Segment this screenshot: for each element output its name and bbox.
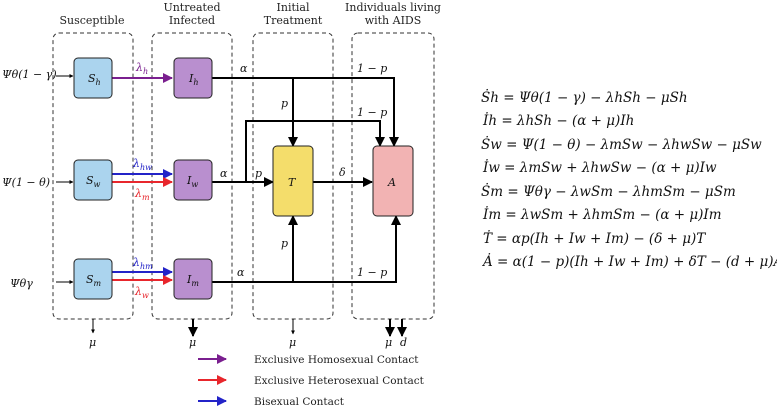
group-aids <box>351 32 435 320</box>
header-untreated-line2: Infected <box>169 14 215 27</box>
node-label-s-m: Sm <box>86 273 102 288</box>
rate-label-one-minus-p-m: 1 − p <box>357 266 387 279</box>
flow-im-to-a <box>212 215 401 283</box>
legend-label-bisexual: Bisexual Contact <box>254 396 345 407</box>
equation-a: Ȧ = α(1 − p)(Ih + Iw + Im) + δT − (d + μ… <box>481 253 777 270</box>
rate-label-alpha-m: α <box>237 266 245 279</box>
death-label-aids-d: d <box>400 336 407 349</box>
equation-system: Ṡh = Ψθ(1 − γ) − λhSh − μSh İh = λhSh − … <box>481 89 777 270</box>
death-label-treatment: μ <box>289 336 296 349</box>
node-label-i-h: Ih <box>188 72 199 87</box>
inflow-label-h: Ψθ(1 − γ) <box>2 68 57 81</box>
header-untreated-line1: Untreated <box>163 1 220 14</box>
node-i-w <box>173 159 213 201</box>
equation-ih: İh = λhSh − (α + μ)Ih <box>482 112 634 129</box>
equation-sh: Ṡh = Ψθ(1 − γ) − λhSh − μSh <box>481 89 688 106</box>
death-label-susceptible: μ <box>89 336 96 349</box>
rate-label-one-minus-p-w: 1 − p <box>357 106 387 119</box>
death-label-aids-mu: μ <box>385 336 392 349</box>
node-i-h <box>173 57 213 99</box>
equation-sw: Ṡw = Ψ(1 − θ) − λmSw − λhwSw − μSw <box>481 136 762 153</box>
header-aids-line2: with AIDS <box>365 14 422 27</box>
header-aids-line1: Individuals living <box>345 1 441 14</box>
equation-sm: Ṡm = Ψθγ − λwSm − λhmSm − μSm <box>481 183 736 200</box>
rate-label-lambda-m: λm <box>134 187 150 202</box>
node-label-t: T <box>288 176 297 189</box>
flow-ih-to-a <box>212 77 399 147</box>
inflow-label-m: Ψθγ <box>10 277 33 290</box>
rate-label-alpha-w: α <box>220 167 228 180</box>
node-t <box>272 145 314 217</box>
header-susceptible: Susceptible <box>60 14 125 27</box>
equation-iw: İw = λmSw + λhwSw − (α + μ)Iw <box>482 159 717 176</box>
node-s-m <box>73 258 113 300</box>
rate-label-p-h: p <box>281 97 288 110</box>
rate-label-p-w: p <box>255 167 262 180</box>
death-label-untreated: μ <box>189 336 196 349</box>
inflow-label-w: Ψ(1 − θ) <box>2 176 50 189</box>
rate-label-lambda-hw: λhw <box>132 157 152 172</box>
legend-label-heterosexual: Exclusive Heterosexual Contact <box>254 375 425 387</box>
rate-label-lambda-h: λh <box>135 61 148 76</box>
rate-label-p-m: p <box>281 237 288 250</box>
rate-label-lambda-hm: λhm <box>132 256 153 271</box>
node-label-s-h: Sh <box>88 72 101 87</box>
equation-im: İm = λwSm + λhmSm − (α + μ)Im <box>482 206 722 223</box>
header-initial-line1: Initial <box>277 1 310 14</box>
rate-label-alpha-h: α <box>240 62 248 75</box>
node-s-w <box>73 159 113 201</box>
rate-label-one-minus-p-h: 1 − p <box>357 62 387 75</box>
node-s-h <box>73 57 113 99</box>
legend-label-homosexual: Exclusive Homosexual Contact <box>254 354 419 366</box>
rate-label-lambda-w: λw <box>134 285 149 300</box>
header-initial-line2: Treatment <box>264 14 323 27</box>
node-label-i-w: Iw <box>186 174 198 189</box>
node-label-i-m: Im <box>186 273 199 288</box>
legend: Exclusive Homosexual Contact Exclusive H… <box>198 354 425 407</box>
node-label-s-w: Sw <box>86 174 101 189</box>
node-a <box>372 145 414 217</box>
rate-label-delta: δ <box>339 166 346 179</box>
flow-iw-to-a-upper <box>245 120 385 182</box>
node-label-a: A <box>387 176 396 189</box>
node-i-m <box>173 258 213 300</box>
equation-t: Ṫ = αp(Ih + Iw + Im) − (δ + μ)T <box>483 230 706 247</box>
